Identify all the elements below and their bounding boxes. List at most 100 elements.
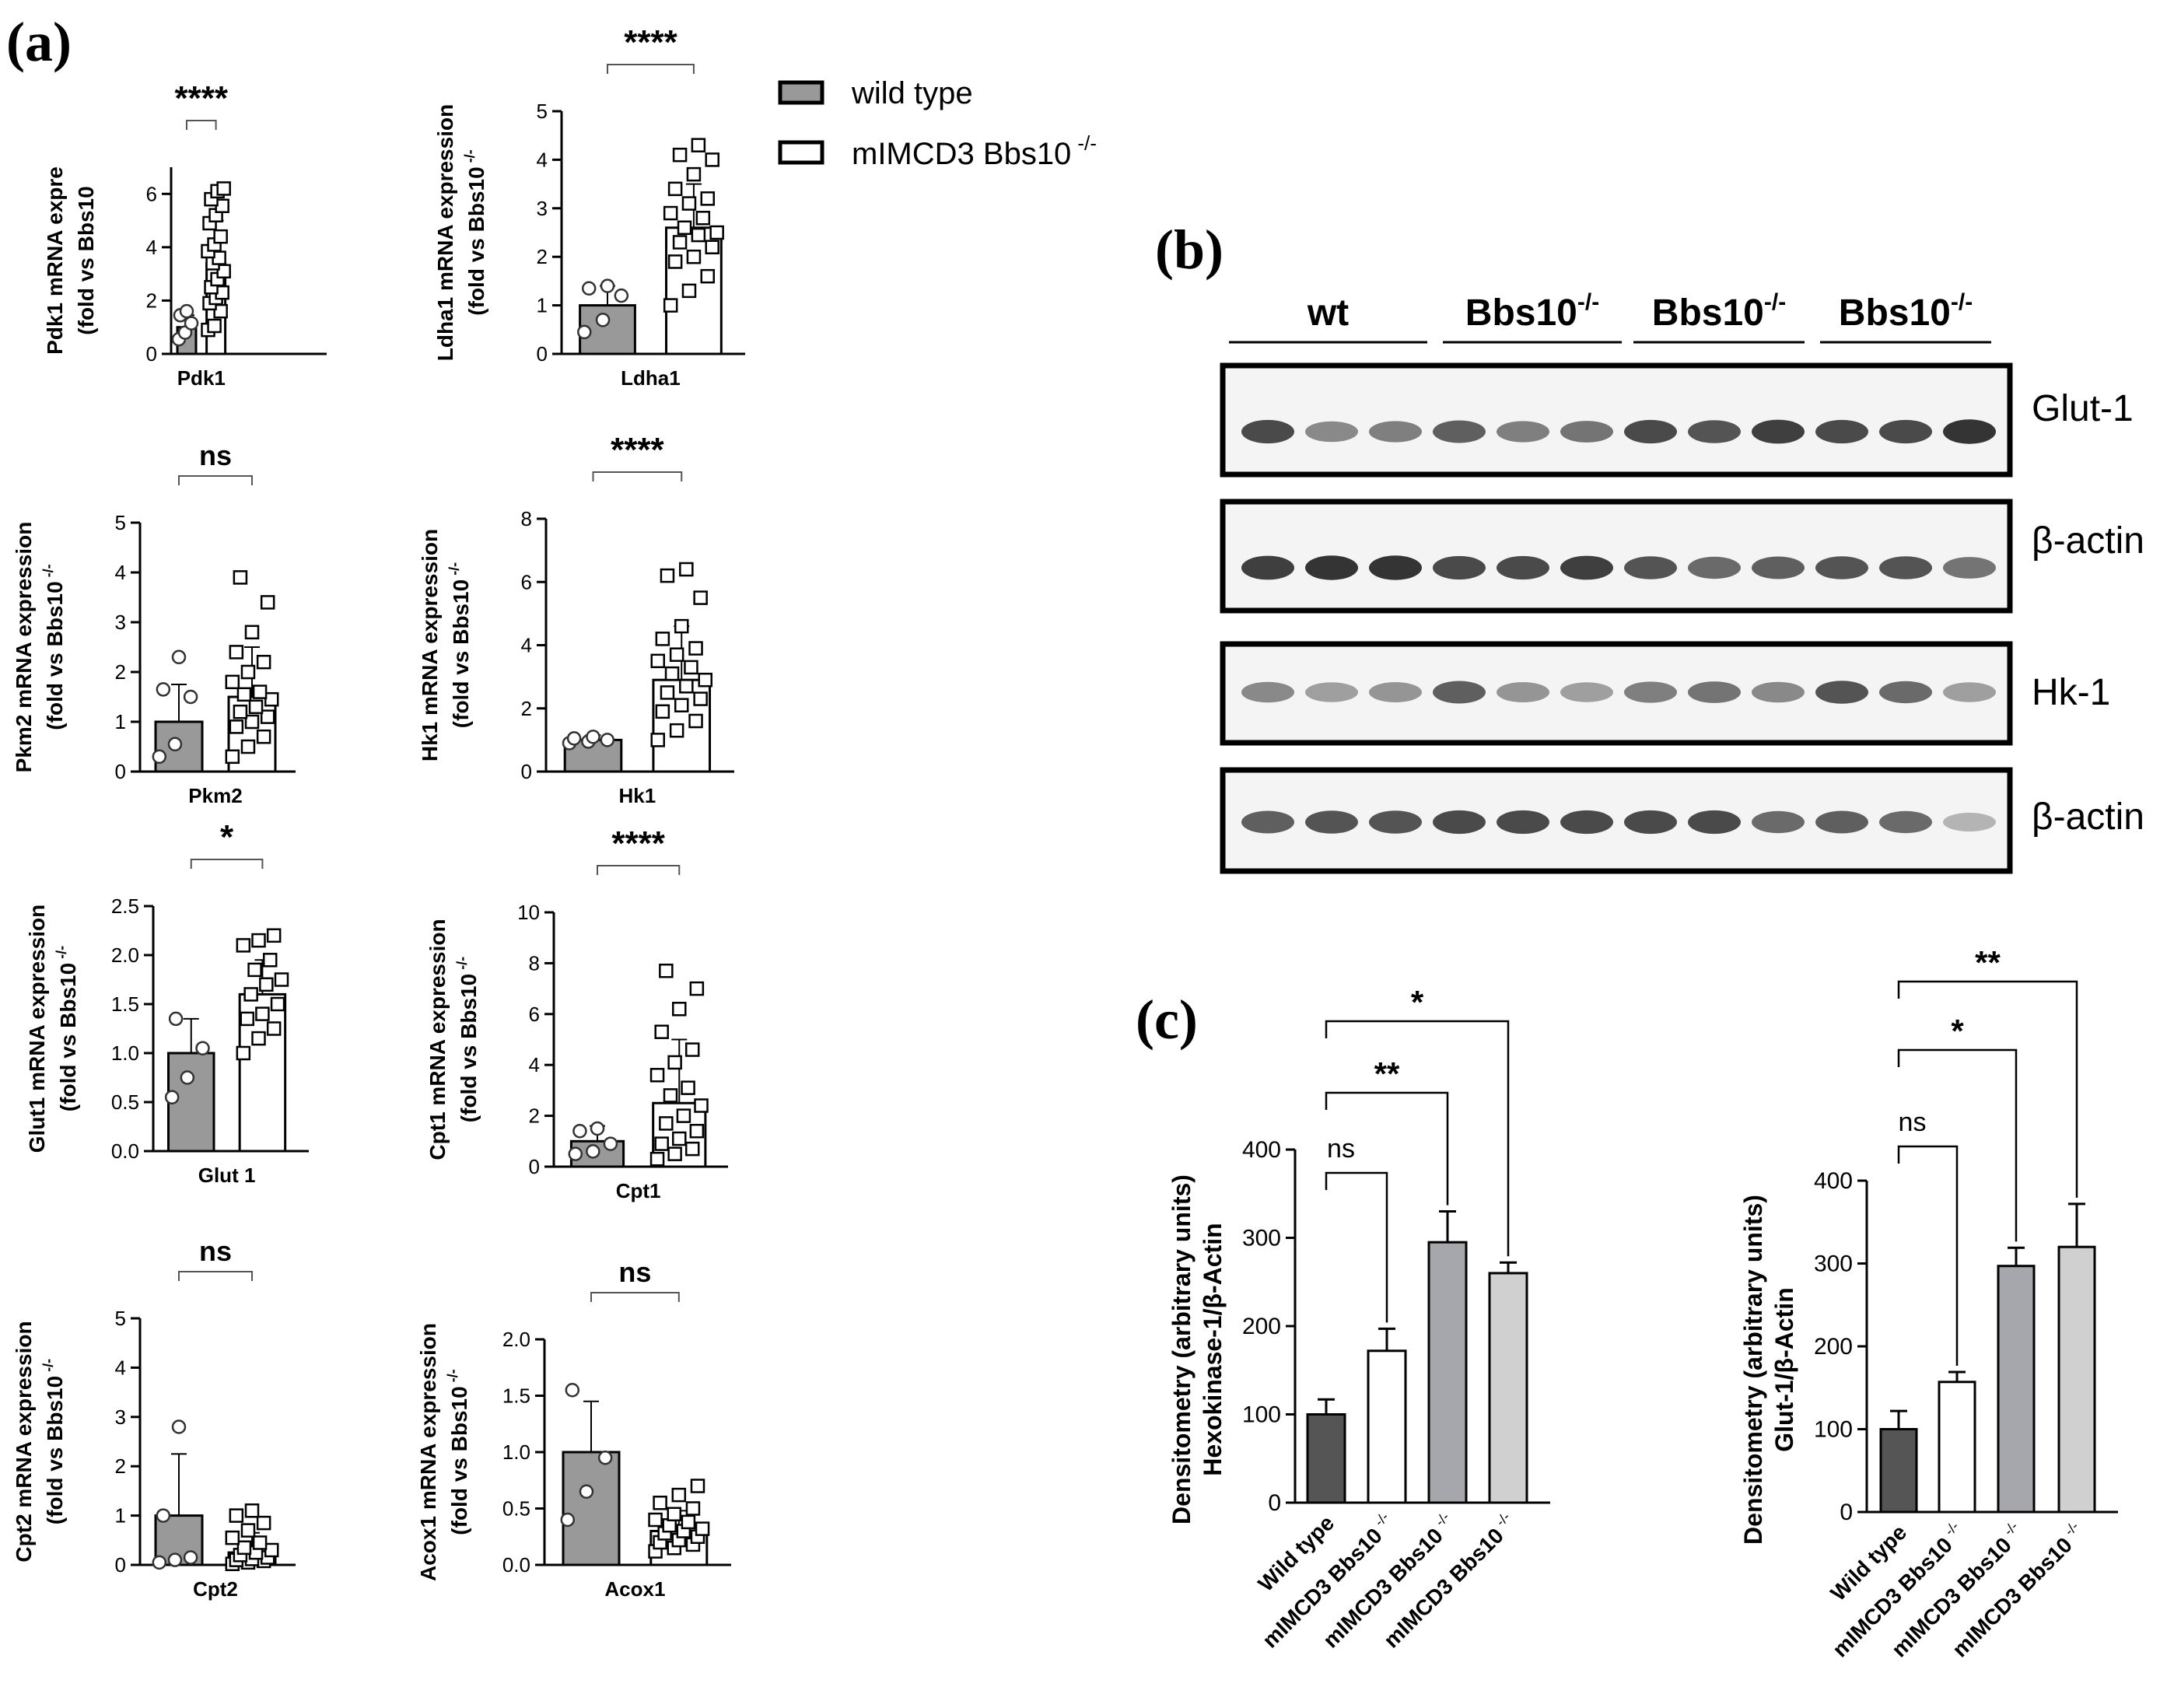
- data-point: [705, 240, 719, 254]
- y-tick-label: 2.0: [111, 943, 139, 967]
- data-point: [659, 1116, 674, 1131]
- blot-band: [1752, 810, 1805, 834]
- group-label: Bbs10-/-: [1465, 289, 1599, 334]
- y-tick-label: 5: [115, 1307, 126, 1330]
- data-point: [681, 1080, 695, 1095]
- blot-band: [1241, 810, 1294, 834]
- bar-wild-type: [562, 1451, 621, 1566]
- data-point: [676, 1108, 691, 1123]
- y-tick-label: 1.5: [111, 992, 139, 1016]
- y-axis-label-sup: -/-: [40, 564, 56, 581]
- data-point: [586, 1144, 600, 1159]
- data-point: [669, 647, 684, 662]
- y-axis-label-2: (fold vs Bbs10 -/-: [54, 946, 80, 1111]
- data-point: [672, 147, 688, 163]
- data-point: [266, 928, 282, 943]
- y-tick-label: 300: [1242, 1226, 1281, 1251]
- y-tick-label: 1: [537, 294, 548, 317]
- data-point: [225, 674, 240, 690]
- y-tick-label: 0: [115, 760, 126, 783]
- data-point: [690, 1479, 705, 1493]
- blot-frame: [1220, 362, 2013, 478]
- bar: [1997, 1265, 2036, 1514]
- data-point: [264, 1542, 279, 1558]
- x-axis-label: Pdk1: [177, 366, 226, 390]
- x-axis-label: Acox1: [604, 1577, 665, 1601]
- y-axis-label-1: Densitometry (arbitrary units): [1739, 1195, 1767, 1545]
- data-point: [256, 1515, 271, 1531]
- data-point: [660, 685, 675, 700]
- comparison-label: ns: [1899, 1108, 1927, 1137]
- blot-band: [1497, 555, 1549, 580]
- comparison-bracket: [1325, 1020, 1510, 1257]
- y-tick-label: 1: [115, 710, 126, 733]
- data-point: [266, 1021, 282, 1036]
- blot-band: [1815, 556, 1868, 579]
- y-tick-label: 1.5: [502, 1384, 530, 1408]
- y-tick-label: 3: [115, 1405, 126, 1429]
- data-point: [156, 1508, 171, 1523]
- y-axis-label-1: Acox1 mRNA expression: [416, 1323, 440, 1581]
- data-point: [207, 318, 222, 334]
- y-axis-label-sup: -/-: [445, 1369, 460, 1386]
- data-point: [259, 977, 274, 992]
- data-point: [240, 664, 256, 680]
- blot-band: [1369, 421, 1422, 443]
- y-tick-label: 2: [115, 1454, 126, 1478]
- data-point: [568, 1146, 583, 1161]
- data-point: [152, 749, 167, 765]
- x-axis-label: Cpt1: [616, 1179, 661, 1202]
- blot-band: [1624, 681, 1677, 703]
- y-axis-label-1: Hk1 mRNA expression: [418, 529, 442, 761]
- y-axis-label-2: (fold vs Bbs10: [74, 186, 98, 334]
- data-point: [689, 1123, 705, 1139]
- data-point: [590, 1121, 605, 1136]
- data-point: [167, 1552, 183, 1567]
- comparison-label: *: [1411, 984, 1424, 1020]
- data-point: [216, 181, 231, 196]
- data-point: [225, 1530, 240, 1545]
- bar: [1306, 1413, 1346, 1504]
- data-point: [693, 590, 708, 605]
- data-point: [244, 1503, 260, 1518]
- data-point: [695, 211, 711, 226]
- legend-label-bbs10-text: mIMCD3 Bbs10: [852, 137, 1071, 171]
- blot-band: [1560, 555, 1613, 580]
- y-tick-label: 0: [1840, 1500, 1853, 1525]
- data-point: [240, 739, 256, 754]
- data-point: [674, 618, 689, 634]
- significance-bracket: [607, 64, 695, 74]
- data-point: [686, 249, 702, 264]
- data-point: [700, 268, 716, 284]
- blot-band: [1369, 555, 1422, 580]
- legend-swatch-wild-type: [778, 80, 824, 105]
- data-point: [240, 1523, 256, 1538]
- y-axis-label-2: (fold vs Bbs10 -/-: [454, 957, 481, 1122]
- category-label-sup: -/-: [1371, 1509, 1392, 1529]
- blot-frame: [1220, 499, 2013, 614]
- data-point: [649, 1151, 665, 1167]
- blot-band: [1688, 810, 1741, 835]
- data-point: [264, 691, 279, 707]
- y-axis-label-1: Pdk1 mRNA expre: [43, 166, 67, 355]
- data-point: [247, 962, 262, 978]
- data-point: [684, 1141, 700, 1157]
- y-tick-label: 4: [146, 236, 157, 259]
- bar: [1879, 1428, 1918, 1514]
- y-tick-label: 0: [115, 1553, 126, 1577]
- y-tick-label: 4: [115, 1356, 126, 1379]
- data-point: [691, 138, 706, 152]
- significance-label: *: [220, 818, 234, 856]
- data-point: [681, 1514, 696, 1530]
- data-point: [168, 1011, 184, 1027]
- y-tick-label: 1.0: [111, 1041, 139, 1065]
- data-point: [251, 1031, 266, 1046]
- blot-band: [1305, 421, 1358, 443]
- data-point: [236, 1540, 252, 1556]
- data-point: [240, 1011, 254, 1027]
